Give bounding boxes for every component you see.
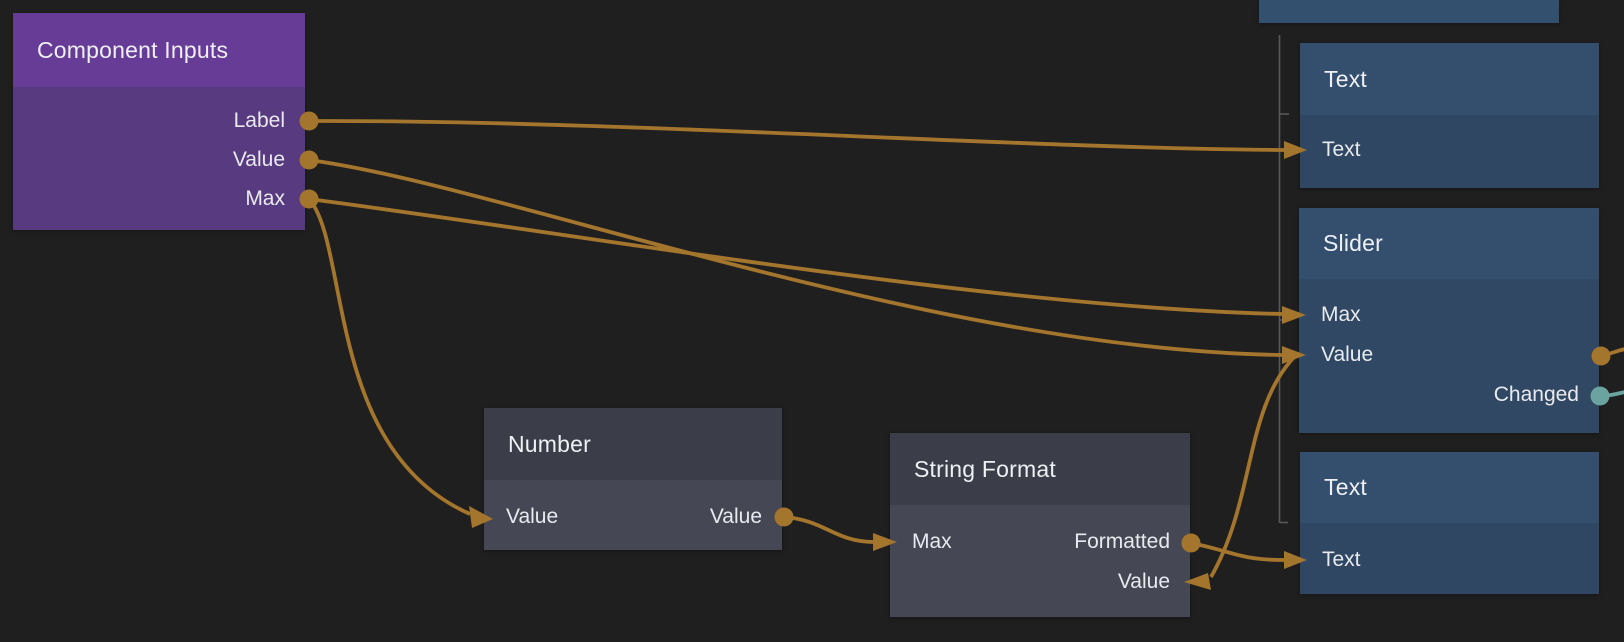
wire-value-to-slider-value[interactable] (308, 158, 1283, 357)
node-partial-top[interactable] (1259, 0, 1559, 23)
input-port-max[interactable]: Max (1321, 303, 1361, 326)
node-header[interactable]: Text (1300, 43, 1599, 115)
output-port-value[interactable]: Value (709, 505, 762, 528)
node-component-inputs[interactable]: Component Inputs Label Value Max (13, 13, 305, 230)
node-title: Text (1324, 474, 1367, 500)
wire-changed-offscreen[interactable] (1599, 390, 1624, 398)
wire-number-to-stringformat-max[interactable] (783, 515, 875, 544)
node-title: Slider (1323, 230, 1384, 256)
input-port-value[interactable]: Value (1321, 343, 1374, 366)
node-number[interactable]: Number Value Value (484, 408, 782, 550)
node-text-top[interactable]: Text Text (1300, 43, 1599, 188)
node-title: Component Inputs (37, 36, 229, 63)
wire-slider-value-to-stringformat-value[interactable] (1209, 353, 1298, 578)
input-port-max[interactable]: Max (912, 530, 952, 553)
wire-label-to-text[interactable] (308, 119, 1285, 152)
node-header[interactable]: Text (1300, 452, 1599, 523)
node-title: Text (1324, 65, 1367, 92)
input-port-text[interactable]: Text (1322, 138, 1361, 161)
wire-formatted-to-text[interactable] (1190, 541, 1285, 562)
output-port-changed[interactable]: Changed (1493, 383, 1579, 406)
wire-slider-output-offscreen[interactable] (1600, 347, 1624, 358)
output-port-formatted[interactable]: Formatted (1074, 530, 1170, 553)
input-port-text[interactable]: Text (1322, 548, 1361, 571)
output-port-max[interactable]: Max (245, 187, 285, 210)
wire-max-to-number-value[interactable] (307, 197, 471, 516)
input-port-value-right[interactable]: Value (1117, 570, 1170, 593)
node-string-format[interactable]: String Format Max Formatted Value (890, 433, 1190, 617)
output-port-value[interactable]: Value (232, 148, 285, 171)
group-bracket (1278, 35, 1289, 524)
wire-max-to-slider-max[interactable] (308, 197, 1283, 316)
node-text-bottom[interactable]: Text Text (1300, 452, 1599, 594)
node-header[interactable]: Slider (1299, 208, 1599, 279)
input-port-value[interactable]: Value (506, 505, 559, 528)
node-header[interactable]: String Format (890, 433, 1190, 505)
node-title: String Format (914, 455, 1056, 482)
output-port-label[interactable]: Label (233, 109, 285, 132)
node-header[interactable]: Component Inputs (13, 13, 305, 87)
node-slider[interactable]: Slider Max Value Changed (1299, 208, 1599, 433)
node-title: Number (508, 430, 592, 457)
node-header[interactable]: Number (484, 408, 782, 480)
